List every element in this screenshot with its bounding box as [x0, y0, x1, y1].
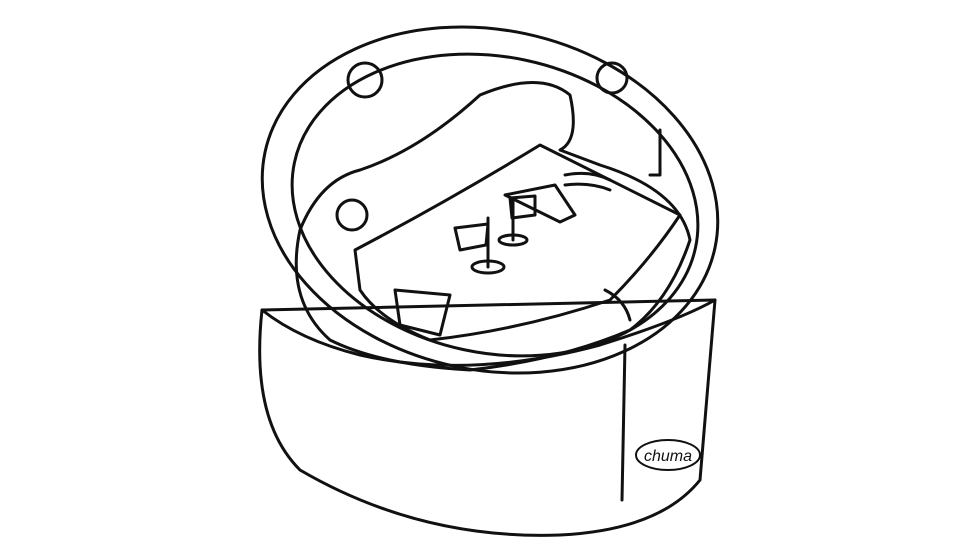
artist-signature: chuma	[635, 439, 701, 471]
head	[335, 198, 369, 232]
paper	[393, 288, 452, 337]
svg-text:chuma: chuma	[644, 448, 692, 465]
head	[595, 61, 629, 95]
paper	[503, 183, 577, 224]
flag-icon	[497, 194, 537, 247]
negotiators	[260, 61, 717, 372]
head	[346, 61, 384, 99]
flag-icon	[453, 216, 506, 275]
